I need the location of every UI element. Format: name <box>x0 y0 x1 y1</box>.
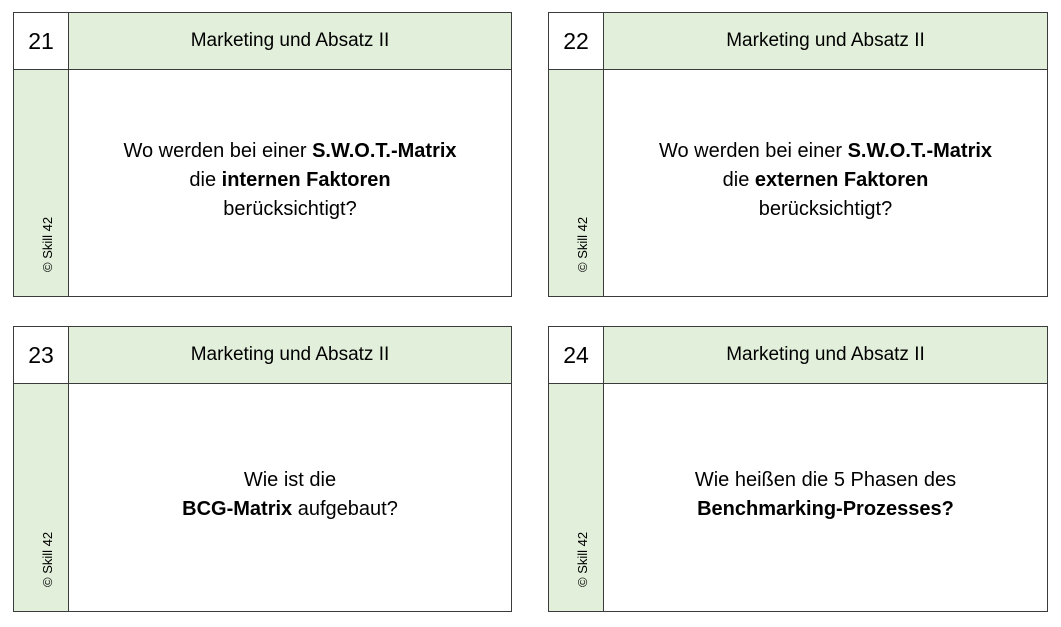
card-number: 22 <box>549 13 604 70</box>
card-header: Marketing und Absatz II <box>69 13 511 70</box>
flashcard-24: 24 Marketing und Absatz II © Skill 42 Wi… <box>548 326 1048 612</box>
flashcard-23: 23 Marketing und Absatz II © Skill 42 Wi… <box>13 326 512 612</box>
question-emphasis: BCG-Matrix <box>182 497 293 520</box>
question-text: berücksichtigt? <box>758 197 893 220</box>
card-side-strip: © Skill 42 <box>14 384 69 611</box>
question-line: Wie heißen die 5 Phasen des <box>695 466 956 495</box>
question-emphasis: Benchmarking-Prozesses? <box>697 497 954 520</box>
card-number: 21 <box>14 13 69 70</box>
question-line: BCG-Matrix aufgebaut? <box>182 495 398 524</box>
question-line: berücksichtigt? <box>659 195 992 224</box>
card-side-strip: © Skill 42 <box>549 384 604 611</box>
question-emphasis: S.W.O.T.-Matrix <box>312 139 457 162</box>
question-emphasis: externen Faktoren <box>754 168 929 191</box>
card-header: Marketing und Absatz II <box>69 327 511 384</box>
card-header: Marketing und Absatz II <box>604 13 1047 70</box>
flashcard-21: 21 Marketing und Absatz II © Skill 42 Wo… <box>13 12 512 297</box>
question-text: die <box>189 168 222 191</box>
question-text: Wie ist die <box>243 468 337 491</box>
question-emphasis: S.W.O.T.-Matrix <box>847 139 993 162</box>
card-number: 23 <box>14 327 69 384</box>
question-text: die <box>722 168 755 191</box>
copyright-label: © Skill 42 <box>575 216 590 272</box>
question-line: die externen Faktoren <box>659 166 992 195</box>
card-header: Marketing und Absatz II <box>604 327 1047 384</box>
question-emphasis: internen Faktoren <box>221 168 391 191</box>
question-line: Wo werden bei einer S.W.O.T.-Matrix <box>659 137 992 166</box>
copyright-label: © Skill 42 <box>40 216 55 272</box>
question-text: berücksichtigt? <box>223 197 357 220</box>
card-number: 24 <box>549 327 604 384</box>
card-side-strip: © Skill 42 <box>549 70 604 296</box>
question-line: berücksichtigt? <box>123 195 456 224</box>
question-text: Wo werden bei einer <box>123 139 313 162</box>
question-text: Wo werden bei einer <box>658 139 848 162</box>
question-line: Benchmarking-Prozesses? <box>695 495 956 524</box>
card-side-strip: © Skill 42 <box>14 70 69 296</box>
question-line: Wie ist die <box>182 466 398 495</box>
copyright-label: © Skill 42 <box>575 531 590 587</box>
question-text: aufgebaut? <box>292 497 398 520</box>
copyright-label: © Skill 42 <box>40 531 55 587</box>
flashcard-22: 22 Marketing und Absatz II © Skill 42 Wo… <box>548 12 1048 297</box>
question-line: Wo werden bei einer S.W.O.T.-Matrix <box>123 137 456 166</box>
question-line: die internen Faktoren <box>123 166 456 195</box>
question-text: Wie heißen die 5 Phasen des <box>694 468 957 491</box>
